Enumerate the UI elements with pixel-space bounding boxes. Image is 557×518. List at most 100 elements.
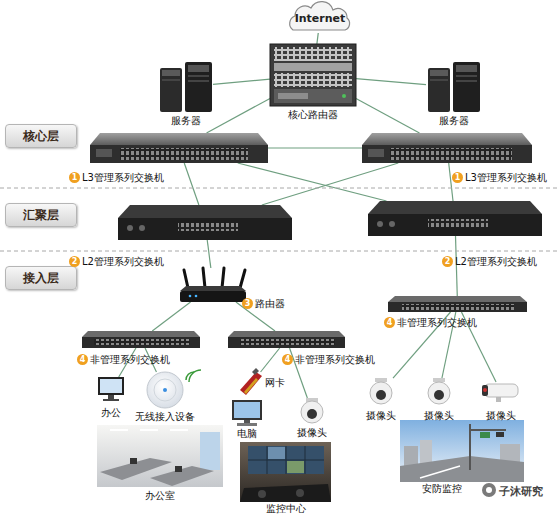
server-icon: [162, 79, 180, 81]
node-label: L3管理系列交换机: [82, 172, 164, 184]
office-pc-icon: [100, 379, 122, 393]
node-label: 摄像头: [366, 410, 396, 422]
unmanaged-switch-icon: [240, 339, 335, 345]
router-icon: [184, 270, 188, 288]
nic-card: 网卡: [240, 372, 262, 396]
camera: 摄像头: [482, 382, 520, 402]
l3-switch-icon: [362, 133, 532, 145]
node-label: 非管理系列交换机: [397, 317, 477, 329]
l2-switch-icon: [118, 205, 292, 240]
office-photo: 办公室: [97, 425, 223, 487]
layer-band: 接入层: [5, 266, 77, 290]
network-link: [213, 79, 270, 84]
layer-band: 汇聚层: [5, 203, 77, 227]
unmanaged-switch-icon: [94, 339, 190, 345]
l3-switch-icon: [96, 149, 112, 157]
security-photo: [470, 429, 506, 431]
callout-number: 4: [77, 354, 88, 365]
dome-camera-icon: [370, 382, 392, 404]
node-label: 核心层: [23, 130, 59, 142]
office-photo: [175, 466, 182, 472]
node-label: 服务器: [171, 115, 201, 127]
unmanaged-switch-icon: [82, 331, 200, 348]
dome-camera-icon: [301, 398, 323, 423]
l2-switch-icon: [118, 205, 292, 218]
l2-switch-icon: [368, 201, 542, 236]
security-photo: [400, 420, 524, 482]
office-pc-icon: [98, 377, 124, 401]
bullet-camera-icon: [483, 388, 487, 392]
server-icon: [428, 68, 450, 112]
unmanaged-switch-icon: [388, 302, 527, 312]
office-photo: [97, 425, 223, 487]
core-router-icon: [274, 89, 352, 103]
office-photo: [150, 466, 214, 486]
dome-camera-icon: [434, 390, 444, 400]
node-label: 核心路由器: [288, 109, 338, 121]
dome-camera-icon: [301, 401, 323, 423]
node-label: 网卡: [265, 377, 285, 389]
bullet-camera-icon: [482, 385, 488, 396]
desktop-pc-icon: [244, 420, 250, 423]
internet-cloud: Internet: [290, 5, 350, 33]
l2-switch: L2管理系列交换机: [118, 205, 292, 240]
monitoring-photo: [240, 484, 331, 502]
server-icon: [430, 79, 448, 81]
monitoring-photo: [248, 446, 324, 474]
unmanaged-switch: 非管理系列交换机: [228, 331, 345, 348]
server-icon: [160, 62, 212, 112]
desktop-pc-icon: [232, 400, 262, 426]
monitoring-photo: [248, 446, 324, 474]
office-pc-icon: [103, 399, 119, 401]
dome-camera-icon: [433, 378, 445, 382]
l2-switch-icon: [118, 218, 292, 240]
network-link: [238, 163, 387, 201]
server-icon: [428, 62, 480, 112]
unmanaged-switch-icon: [228, 331, 345, 348]
bullet-camera-icon: [482, 384, 518, 402]
office-photo: [130, 458, 137, 464]
layer-divider: [0, 188, 557, 189]
unmanaged-switch: 非管理系列交换机: [82, 331, 200, 348]
layer-band: 核心层: [5, 124, 77, 148]
office-pc-icon: [108, 395, 114, 399]
network-link: [262, 163, 398, 205]
server-icon: [162, 70, 180, 76]
wireless-ap: 无线接入设备: [147, 372, 183, 408]
office-photo: [97, 425, 223, 487]
security-photo: 安防监控: [400, 420, 524, 482]
core-router-icon: [270, 44, 356, 106]
dome-camera-icon: [376, 390, 386, 400]
l2-switch-icon: [127, 225, 133, 231]
monitoring-photo: 监控中心: [240, 442, 331, 502]
nic-card-icon: [252, 368, 259, 375]
layer-divider: [0, 251, 557, 252]
dome-camera-icon: [307, 409, 317, 419]
nic-card-icon: [244, 378, 258, 394]
l2-switch-icon: [389, 221, 395, 227]
router-icon: [203, 268, 205, 288]
internet-cloud: [290, 2, 350, 30]
l3-switch-icon: [390, 148, 512, 160]
network-link: [356, 79, 426, 85]
core-router-icon: [274, 73, 352, 87]
monitoring-photo: [240, 442, 331, 502]
dome-camera-icon: [370, 378, 392, 404]
server: 服务器: [426, 62, 481, 112]
callout-number: 1: [452, 172, 463, 183]
server-icon: [453, 62, 480, 112]
core-router: 核心路由器: [270, 44, 356, 106]
l2-switch: L2管理系列交换机: [368, 201, 542, 236]
dome-camera-icon: [428, 382, 450, 404]
node-label: 安防监控: [422, 483, 462, 495]
office-photo: [140, 429, 158, 431]
server-icon: [188, 75, 209, 77]
office-photo: [200, 432, 220, 470]
watermark: 子沐研究: [499, 484, 543, 499]
desktop-pc-icon: [234, 402, 260, 418]
node-label: 摄像头: [424, 410, 454, 422]
callout-number: 2: [69, 256, 80, 267]
monitoring-photo: [296, 489, 304, 497]
l3-switch-icon: [368, 149, 384, 157]
unmanaged-switch-icon: [388, 296, 527, 302]
